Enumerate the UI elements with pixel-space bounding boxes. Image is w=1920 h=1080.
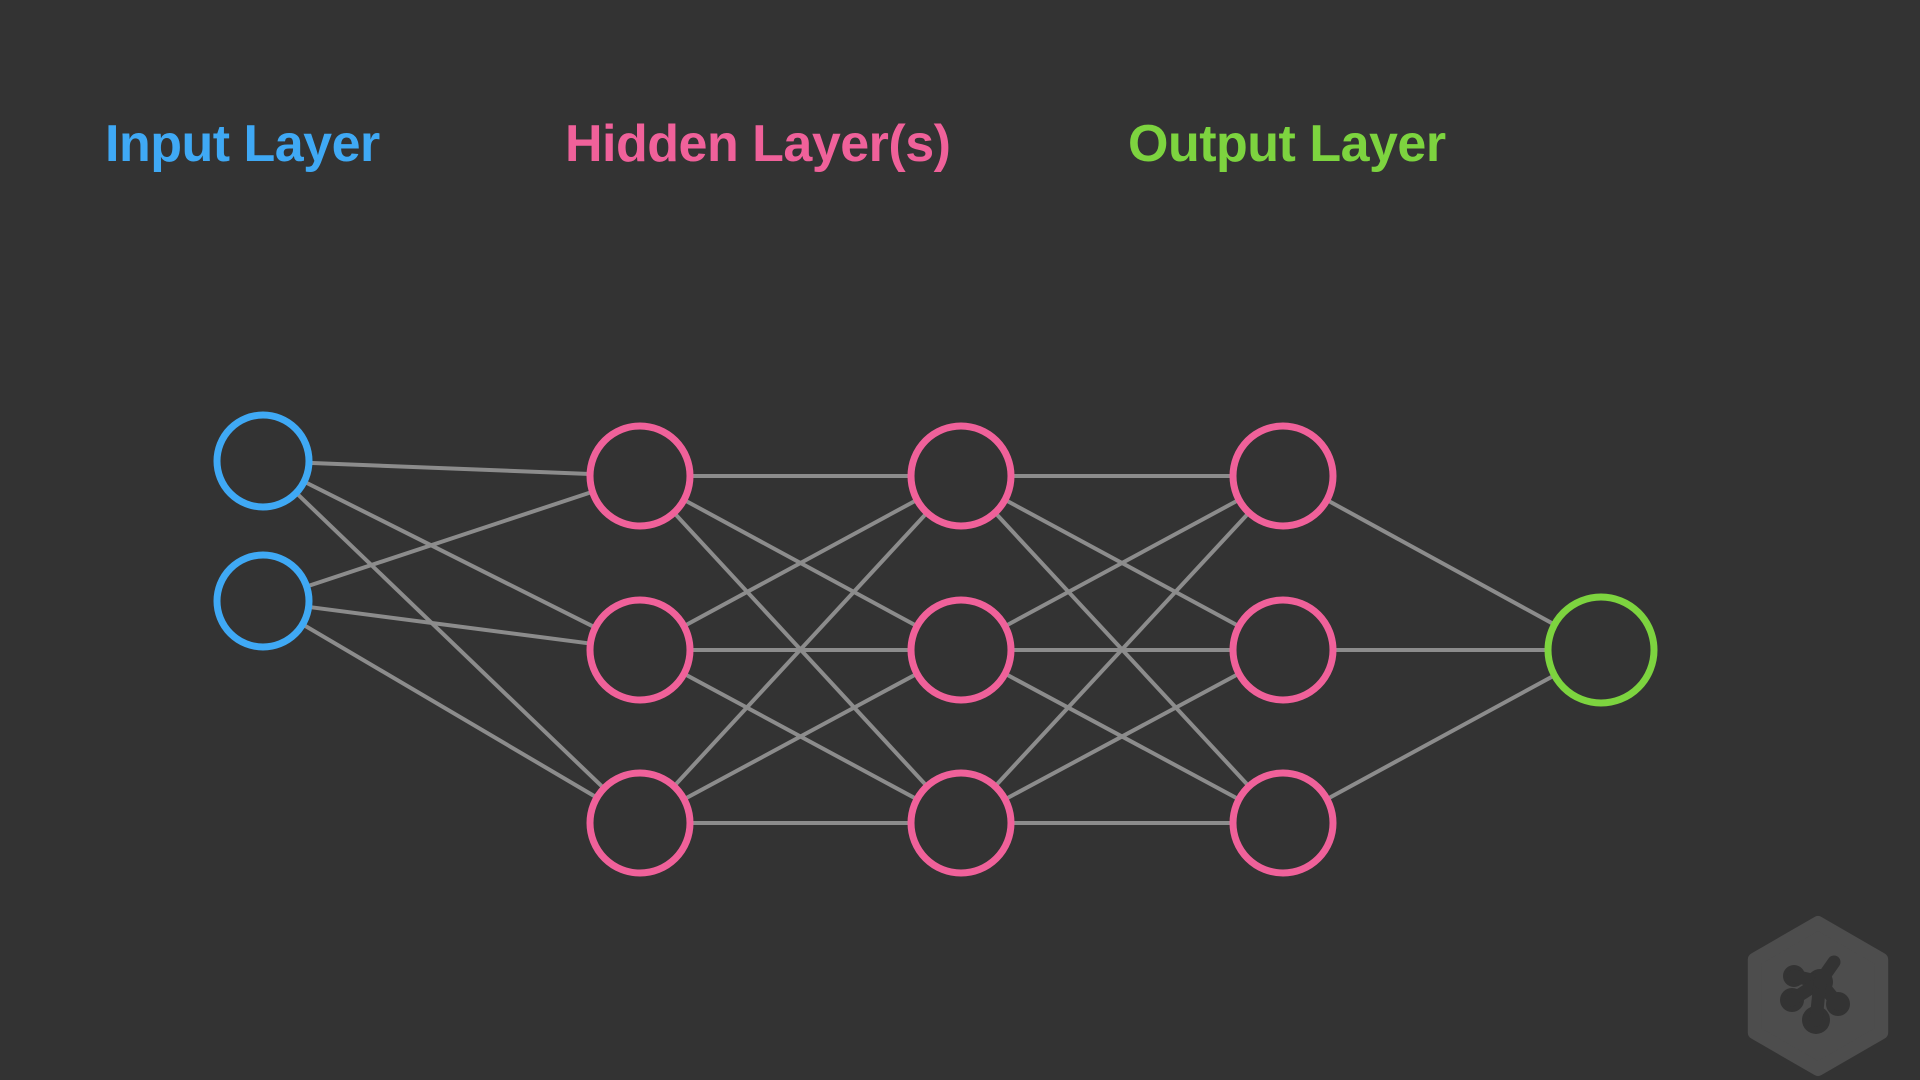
neuron-node-h1_2: [586, 596, 694, 704]
neuron-node-h1_3: [586, 769, 694, 877]
connection-edge: [302, 479, 598, 630]
connection-edge: [306, 604, 593, 646]
connection-edge: [671, 510, 930, 789]
layer-label-output: Output Layer: [1128, 115, 1446, 173]
hexagon-neuron-logo-icon: [1747, 916, 1889, 1076]
connection-edge: [300, 622, 599, 800]
connection-edge: [993, 510, 1251, 789]
neuron-node-i1: [213, 411, 313, 511]
connection-edge: [1324, 673, 1557, 802]
neuron-node-h3_2: [1229, 596, 1337, 704]
neuron-node-h2_2: [907, 596, 1015, 704]
neuron-node-o1: [1544, 593, 1658, 707]
neuron-node-h3_3: [1229, 769, 1337, 877]
connection-edge: [681, 497, 920, 629]
connection-edge: [682, 671, 919, 802]
connection-edge: [304, 489, 595, 589]
connection-edges: [294, 460, 1557, 825]
watermark-neuron-arm: [1813, 955, 1841, 989]
neuron-node-h3_1: [1229, 422, 1337, 530]
layer-label-hidden: Hidden Layer(s): [565, 115, 951, 173]
neuron-nodes: [213, 411, 1658, 877]
connection-edge: [1002, 497, 1242, 629]
connection-edge: [294, 490, 606, 791]
connection-edge: [1003, 671, 1241, 802]
neuron-node-i2: [213, 551, 313, 651]
neuron-node-h2_3: [907, 769, 1015, 877]
neuron-node-h1_1: [586, 422, 694, 530]
connection-edge: [1324, 498, 1557, 627]
neuron-node-h2_1: [907, 422, 1015, 530]
layer-label-input: Input Layer: [105, 115, 380, 173]
connection-edge: [306, 460, 593, 477]
